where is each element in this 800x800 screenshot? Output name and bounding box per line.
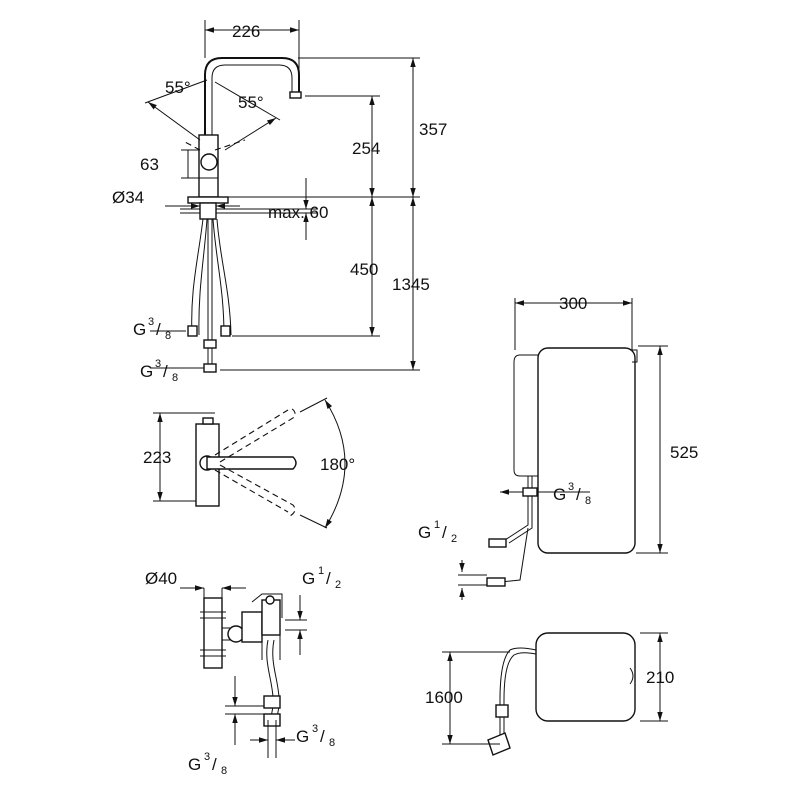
dim-angle-right: 55° [238,93,264,112]
dim-boiler-depth: 210 [646,668,674,687]
boiler-front-body [537,347,636,554]
svg-text:1: 1 [318,565,324,577]
connection-lower-label: G 3 / 8 [140,358,178,384]
dim-rotation-height: 223 [143,448,171,467]
svg-text:G: G [418,523,431,542]
svg-text:G: G [188,755,201,774]
svg-text:G: G [140,362,153,381]
valve-pipe [203,597,223,669]
boiler-side-view: 210 1600 [425,632,674,756]
svg-text:8: 8 [165,330,171,342]
connection-upper-label: G 3 / 8 [133,316,171,342]
svg-text:3: 3 [155,358,161,370]
dim-overall-length: 1345 [392,275,430,294]
dim-handle-offset: 63 [140,155,159,174]
dim-base-diameter: Ø34 [112,188,144,207]
dim-reach: 226 [232,22,260,41]
dim-boiler-height: 525 [670,443,698,462]
dim-height-spout: 254 [352,139,380,158]
svg-text:/: / [326,569,331,588]
svg-text:/: / [156,320,161,339]
svg-text:2: 2 [335,579,341,591]
valve-outlet-right-label: G 3 / 8 [296,723,335,749]
dim-hose-length: 450 [350,260,378,279]
valve-inlet-label: G 1 / 2 [302,565,341,591]
svg-text:/: / [576,485,581,504]
svg-text:/: / [163,362,168,381]
svg-text:G: G [296,727,309,746]
svg-text:3: 3 [148,316,154,328]
dim-height-total: 357 [419,120,447,139]
dim-pipe-diameter: Ø40 [145,569,177,588]
dim-boiler-width: 300 [559,294,587,313]
svg-text:3: 3 [312,723,318,735]
dim-rotation-angle: 180° [320,455,355,474]
boiler-inlet-label: G 1 / 2 [418,519,457,545]
boiler-side-body [535,632,636,722]
svg-text:2: 2 [451,533,457,545]
valve-assembly-view: Ø40 G 1 / 2 G 3 / 8 G 3 / 8 [145,565,341,777]
svg-text:/: / [320,727,325,746]
dim-cable-length: 1600 [425,688,463,707]
faucet-spout [204,57,300,135]
svg-text:8: 8 [329,737,335,749]
faucet-handle [200,153,218,171]
boiler-connection-label: G 3 / 8 [553,481,591,507]
svg-text:8: 8 [585,495,591,507]
svg-text:/: / [442,523,447,542]
svg-text:3: 3 [568,481,574,493]
valve-outlet-bottom-label: G 3 / 8 [188,751,227,777]
rotation-view: 223 180° [143,397,355,529]
rotation-lever [206,456,297,470]
svg-text:G: G [553,485,566,504]
boiler-front-view: 300 525 G 3 / 8 G 1 / 2 [418,294,698,600]
dim-angle-left: 55° [165,78,191,97]
svg-text:1: 1 [434,519,440,531]
svg-text:G: G [302,569,315,588]
svg-text:8: 8 [221,765,227,777]
svg-text:/: / [212,755,217,774]
svg-text:G: G [133,320,146,339]
svg-text:3: 3 [204,751,210,763]
svg-text:8: 8 [172,372,178,384]
dim-deck-thickness: max. 60 [268,203,328,222]
faucet-view: 226 55° 55° 357 254 63 Ø34 max. 60 450 1… [112,20,447,384]
